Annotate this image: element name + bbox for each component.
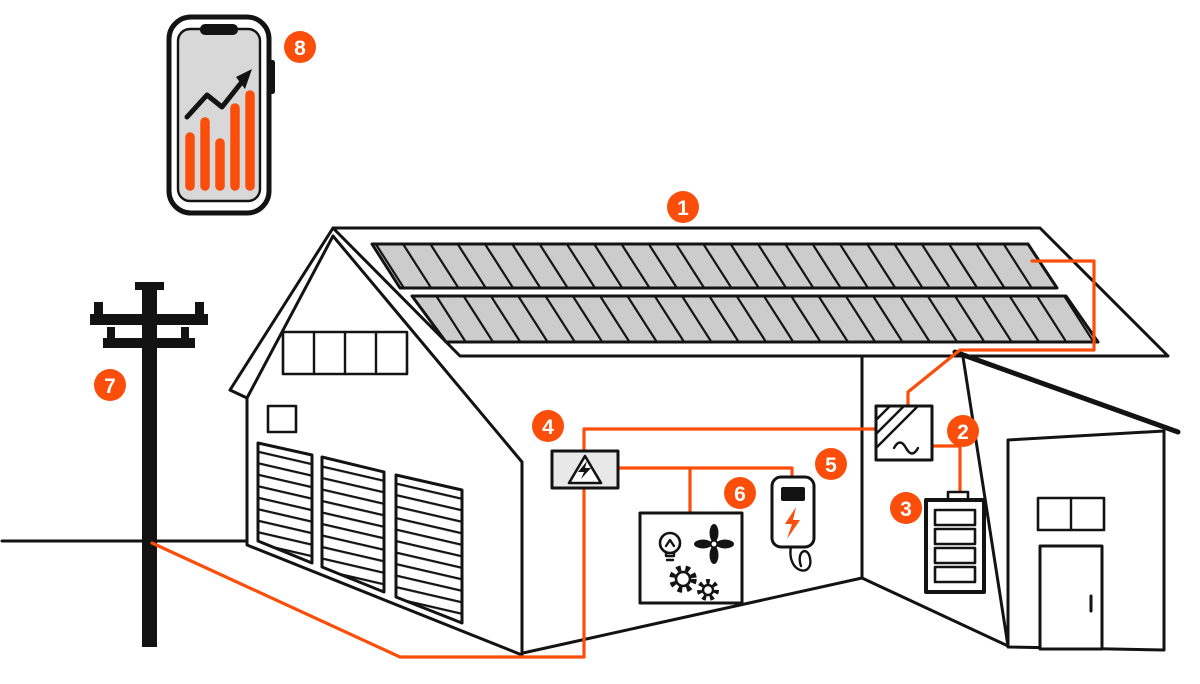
charger-cable <box>789 544 812 572</box>
monitoring-phone <box>166 14 275 216</box>
badge-circle <box>815 448 847 480</box>
pole-cap <box>135 282 164 290</box>
bulb-base <box>664 551 676 558</box>
phone-notch <box>200 24 238 35</box>
gear-teeth <box>669 565 697 593</box>
distribution-board <box>550 449 620 490</box>
warehouse-building <box>228 226 1181 657</box>
pole-crossarm-upper <box>90 314 208 325</box>
badge-circle <box>890 492 922 524</box>
badge-circle <box>532 410 564 442</box>
fan-blade <box>694 539 712 549</box>
lightning-bolt-icon <box>578 461 591 479</box>
trend-arrowhead <box>236 69 252 89</box>
chart-bars <box>185 90 255 191</box>
battery-cell <box>933 565 977 584</box>
sine-wave-icon <box>892 441 920 455</box>
interior-floor-edge <box>521 576 864 655</box>
inverter-box <box>874 404 934 462</box>
charger-screen <box>781 487 805 501</box>
insulator <box>195 302 204 315</box>
fan-blade <box>709 524 719 542</box>
fan-hub <box>709 539 719 549</box>
gear-teeth <box>697 579 719 601</box>
badge-number: 5 <box>825 454 837 477</box>
gear-ring <box>674 570 692 588</box>
inverter-vent-line <box>874 404 906 436</box>
insulator <box>181 327 189 339</box>
fan-icon <box>694 524 734 564</box>
badge-number: 2 <box>957 421 969 444</box>
gear-ring <box>701 583 715 597</box>
badge-7: 7 <box>94 369 126 401</box>
wire-pv-to-inverter <box>906 259 1096 410</box>
inverter <box>874 404 934 462</box>
wire-panel-to-charger <box>616 466 794 480</box>
annex-door <box>1038 544 1104 651</box>
battery-cell <box>933 527 977 546</box>
wire-inverter-to-panel <box>582 427 878 454</box>
gable-vent <box>266 404 298 434</box>
roof-overhang-edge <box>228 226 335 392</box>
insulator <box>107 327 115 339</box>
pole-crossarm-lower <box>103 338 195 348</box>
badge-circle <box>667 191 699 223</box>
pole-post <box>142 288 157 647</box>
bulb-glass <box>658 531 682 555</box>
solar-array-row-upper <box>370 242 1059 290</box>
badge-8: 8 <box>284 31 316 63</box>
callout-badges: 1 2 3 4 5 6 7 8 <box>94 31 979 524</box>
interior-floor-right-edge <box>860 576 1010 648</box>
garage-door-3 <box>394 473 464 625</box>
garage-door-1 <box>256 441 314 565</box>
badge-circle <box>947 415 979 447</box>
utility-pole <box>90 282 208 647</box>
badge-number: 7 <box>104 375 116 398</box>
ev-charger <box>770 475 816 572</box>
appliances-box <box>638 511 744 605</box>
annex-roof-edge <box>952 349 1181 435</box>
badge-number: 1 <box>677 197 689 220</box>
wire-panel-to-grid <box>150 485 586 659</box>
badge-number: 4 <box>542 416 554 439</box>
charger-bolt-icon <box>785 507 800 539</box>
fan-blade <box>709 546 719 564</box>
inverter-diagonal <box>874 404 920 450</box>
badge-circle <box>284 31 316 63</box>
battery-cell <box>933 546 977 565</box>
badge-5: 5 <box>815 448 847 480</box>
roof-fascia <box>228 388 249 400</box>
badge-number: 3 <box>900 498 912 521</box>
lightbulb-icon <box>658 531 682 562</box>
battery-storage <box>924 490 986 594</box>
insulator <box>94 302 103 315</box>
badge-1: 1 <box>667 191 699 223</box>
gears-icon <box>669 565 719 601</box>
badge-number: 6 <box>734 483 746 506</box>
badge-circle <box>94 369 126 401</box>
garage-door-2 <box>320 455 386 594</box>
solar-array-row-lower <box>410 294 1100 344</box>
trend-arrow-icon <box>184 75 248 120</box>
badge-circle <box>724 477 756 509</box>
battery-cell <box>933 508 977 527</box>
badge-3: 3 <box>890 492 922 524</box>
wiring <box>150 259 1096 659</box>
badge-2: 2 <box>947 415 979 447</box>
inverter-vent-line <box>874 404 892 422</box>
badge-6: 6 <box>724 477 756 509</box>
badge-number: 8 <box>294 37 306 60</box>
bulb-filament <box>664 538 676 548</box>
badge-4: 4 <box>532 410 564 442</box>
fan-blade <box>716 539 734 549</box>
